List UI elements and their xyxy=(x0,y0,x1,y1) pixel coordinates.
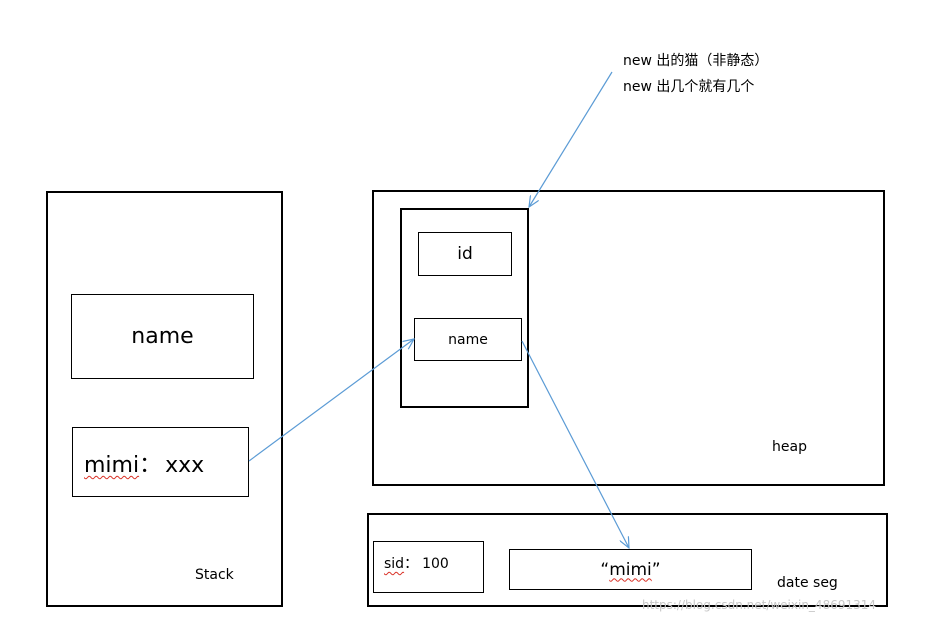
heap-object-name-field: name xyxy=(414,318,522,361)
string-value: mimi xyxy=(609,559,652,580)
arrow-annotation-to-object xyxy=(529,71,613,207)
string-open-quote: “ xyxy=(600,559,610,580)
watermark: https://blog.csdn.net/weixin_48691314 xyxy=(642,598,877,612)
stack-name-field-label: name xyxy=(131,324,194,349)
heap-object-name-label: name xyxy=(448,331,488,348)
annotation-line-2: new 出几个就有几个 xyxy=(623,79,755,95)
stack-variable-mimi: mimi：xxx xyxy=(72,427,249,497)
arrow-reference-to-object xyxy=(248,339,414,462)
stack-label: Stack xyxy=(195,567,234,583)
sid-field: sid：100 xyxy=(373,541,484,593)
stack-var-name: mimi xyxy=(84,453,140,478)
arrow-name-to-string xyxy=(521,340,629,548)
string-close-quote: ” xyxy=(651,559,661,580)
stack-var-separator: ： xyxy=(139,453,162,478)
data-segment-label: date seg xyxy=(777,575,838,591)
sid-name: sid xyxy=(384,556,405,572)
heap-object-id-label: id xyxy=(457,244,473,264)
stack-region xyxy=(46,191,283,607)
sid-value: 100 xyxy=(422,556,449,572)
string-constant-mimi: “mimi” xyxy=(509,549,752,590)
sid-separator: ： xyxy=(404,556,419,572)
stack-var-value: xxx xyxy=(165,453,205,478)
annotation-line-1: new 出的猫（非静态） xyxy=(623,53,769,69)
heap-object-id-field: id xyxy=(418,232,512,276)
heap-label: heap xyxy=(772,439,807,455)
stack-name-field: name xyxy=(71,294,254,379)
